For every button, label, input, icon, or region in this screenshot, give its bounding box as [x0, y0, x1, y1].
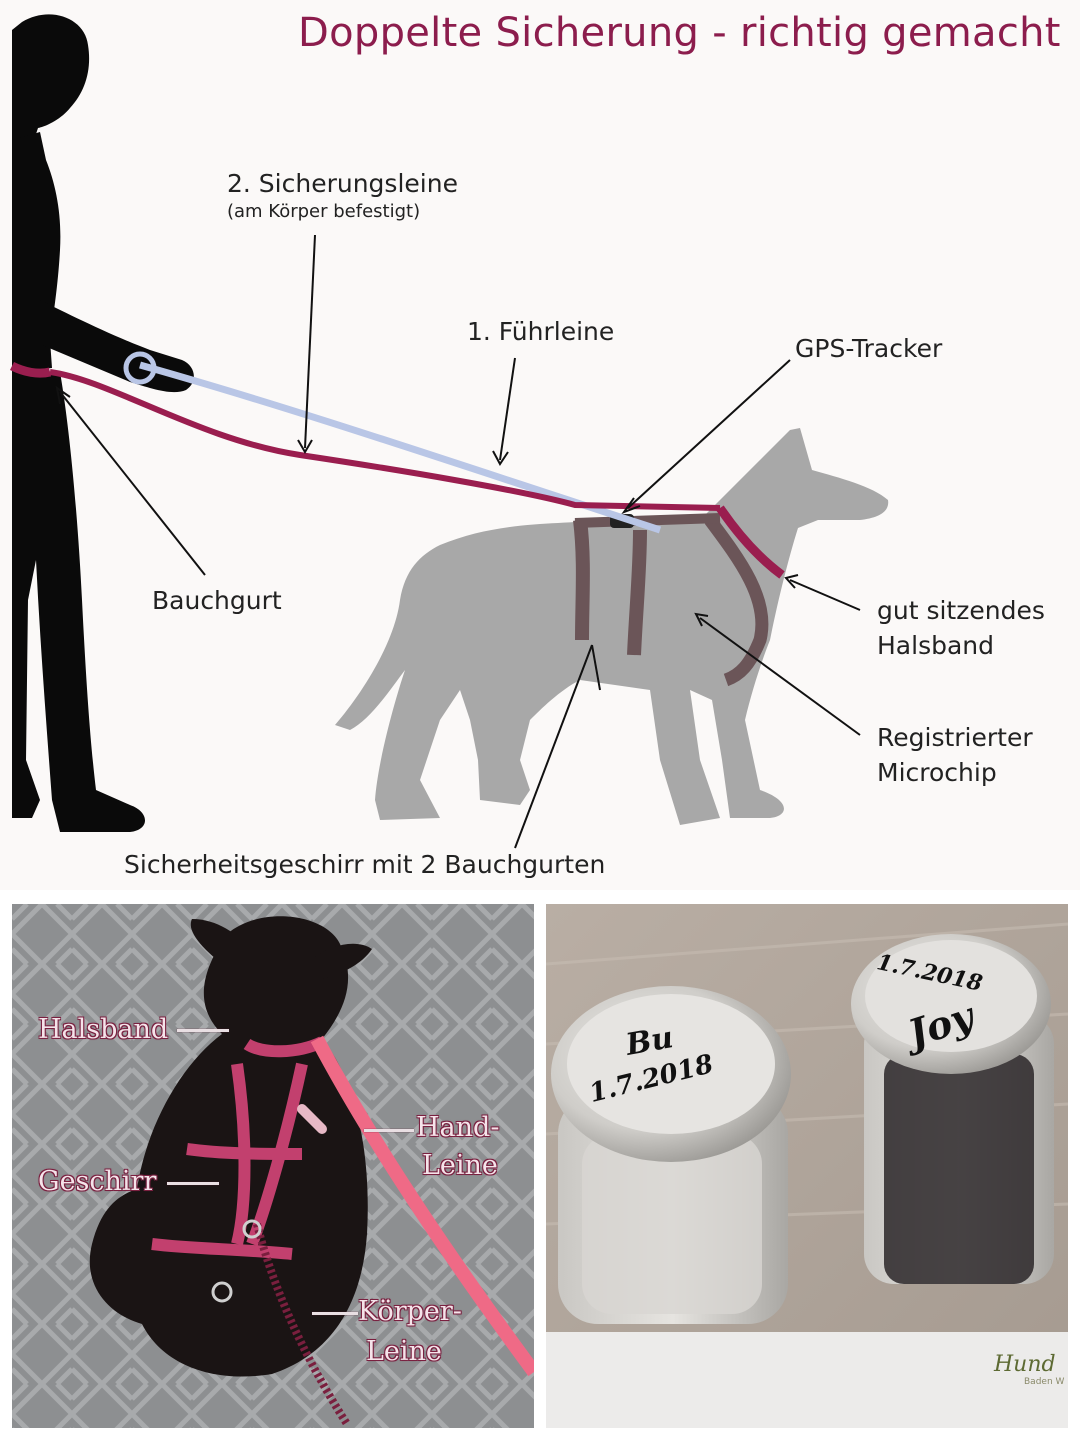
photo-label-halsband: Halsband	[38, 1014, 169, 1045]
photo-label-hand-2: Leine	[422, 1150, 498, 1181]
label-bauchgurt: Bauchgurt	[152, 586, 282, 615]
bauchgurt-band	[9, 361, 52, 378]
dash-halsband	[177, 1029, 229, 1032]
pointer-arrows	[55, 234, 861, 849]
photo-label-koerper-2: Leine	[366, 1336, 442, 1367]
watermark-logo: Hund	[994, 1352, 1056, 1377]
jars-photo: Bu 1.7.2018 1.7.2018 Joy	[546, 904, 1068, 1428]
watermark-sub: Baden W	[1024, 1377, 1065, 1387]
dash-hand	[364, 1129, 414, 1132]
infographic-title: Doppelte Sicherung - richtig gemacht	[298, 10, 1061, 56]
label-sicherheitsgeschirr: Sicherheitsgeschirr mit 2 Bauchgurten	[124, 850, 606, 879]
dash-geschirr	[167, 1182, 219, 1185]
label-sicherungsleine-note: (am Körper befestigt)	[227, 201, 421, 222]
photo-label-hand-1: Hand-	[416, 1112, 500, 1143]
photo-label-koerper-1: Körper-	[358, 1296, 462, 1327]
infographic-illustration	[9, 14, 889, 849]
label-fuehrleine: 1. Führleine	[467, 317, 615, 346]
photo-label-geschirr: Geschirr	[38, 1166, 157, 1197]
jars-photo-illustration	[546, 904, 1068, 1428]
infographic: Doppelte Sicherung - richtig gemacht 2. …	[9, 10, 1061, 879]
label-sicherungsleine: 2. Sicherungsleine	[227, 169, 458, 198]
dash-koerper	[312, 1312, 358, 1315]
dog-silhouette	[335, 428, 889, 825]
person-silhouette	[12, 14, 194, 832]
label-halsband-2: Halsband	[877, 631, 994, 660]
label-gps-tracker: GPS-Tracker	[795, 334, 943, 363]
collar	[716, 505, 785, 579]
dog-harness-photo: Halsband Hand- Leine Geschirr Körper- Le…	[12, 904, 534, 1428]
dog-photo-illustration	[12, 904, 534, 1428]
label-halsband-1: gut sitzendes	[877, 596, 1045, 625]
label-microchip-2: Microchip	[877, 758, 997, 787]
body-leash	[49, 369, 721, 511]
label-microchip-1: Registrierter	[877, 723, 1033, 752]
